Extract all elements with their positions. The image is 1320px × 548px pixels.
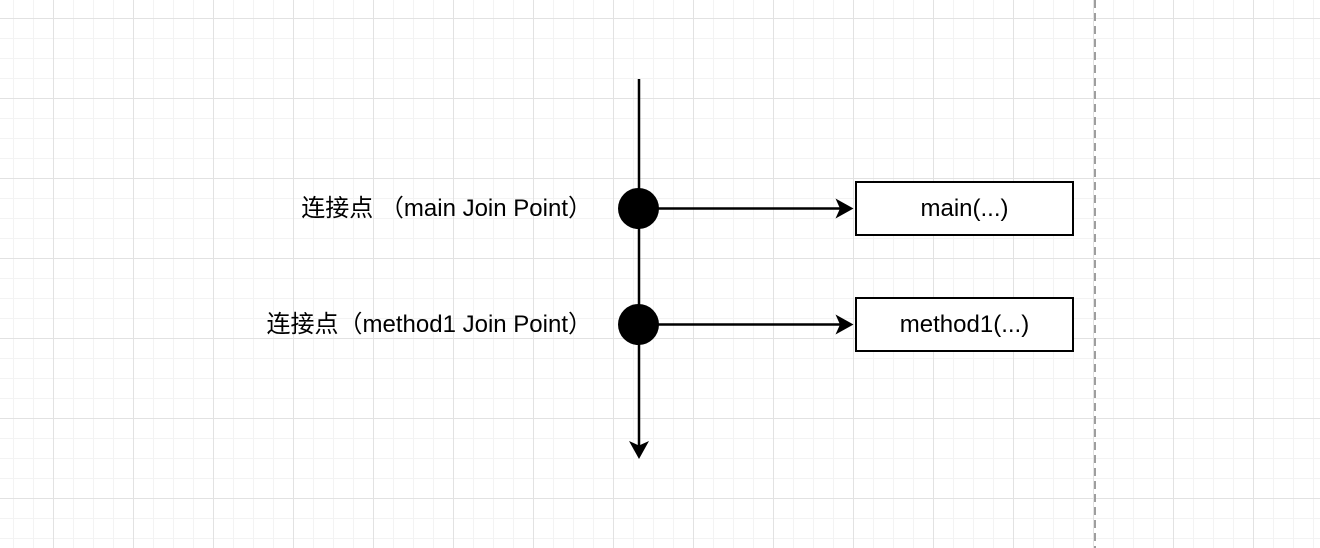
method-box-method1-text: method1(...): [899, 310, 1030, 338]
join-point-label-main[interactable]: 连接点 （main Join Point）: [301, 195, 592, 222]
method-box-main[interactable]: main(...): [855, 181, 1074, 236]
join-point-label-method1[interactable]: 连接点（method1 Join Point）: [266, 311, 592, 338]
join-point-node-main[interactable]: [618, 188, 659, 229]
method-box-method1[interactable]: method1(...): [855, 297, 1074, 352]
join-point-node-method1[interactable]: [618, 304, 659, 345]
arrow-to-main-arrowhead-icon: [835, 198, 854, 219]
arrow-to-method1-arrowhead-icon: [835, 314, 854, 335]
timeline-down-arrowhead-icon: [629, 441, 649, 459]
method-box-main-text: main(...): [920, 194, 1009, 222]
